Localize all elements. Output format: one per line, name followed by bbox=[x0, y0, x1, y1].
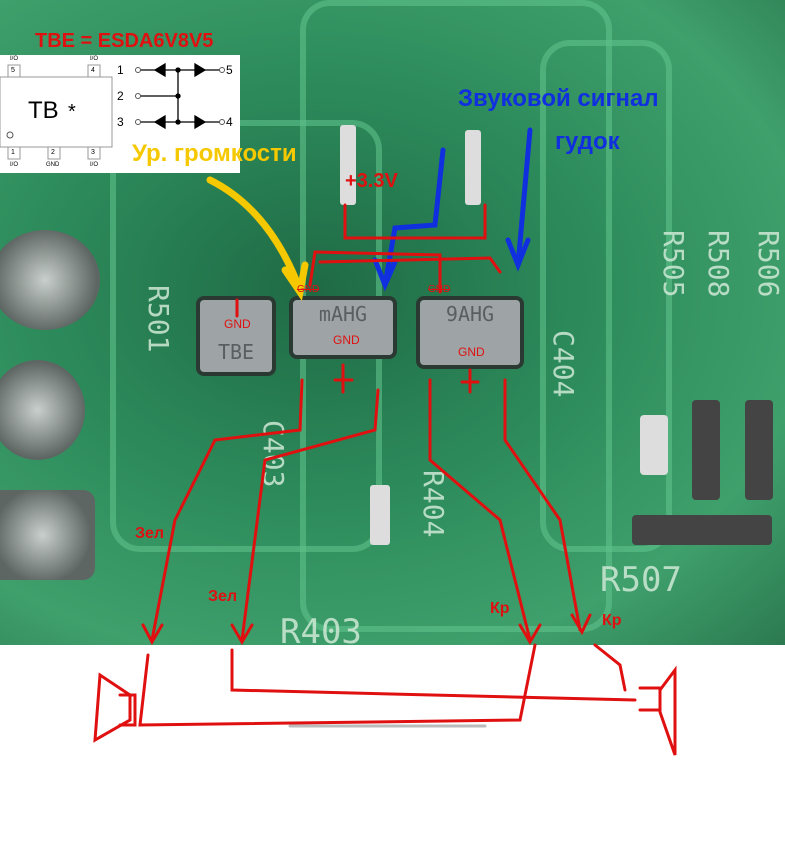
label-beep-2: гудок bbox=[555, 128, 620, 155]
solder-pad bbox=[0, 360, 85, 460]
gnd-label: GND bbox=[224, 317, 251, 331]
pin-num: 2 bbox=[51, 149, 55, 156]
label-supply: +3.3V bbox=[345, 170, 398, 192]
gnd-label-struck: GND bbox=[297, 284, 320, 295]
schematic-pin: 3 bbox=[117, 115, 124, 129]
resistor bbox=[465, 130, 481, 205]
label-kr-2: Кр bbox=[602, 612, 622, 629]
solder-pad bbox=[0, 490, 95, 580]
pin-label: I/O bbox=[10, 162, 19, 168]
chip-marking: TB bbox=[28, 97, 59, 124]
esd-pinout-inset: I/O I/O 5 4 1 2 3 I/O GND I/O TB * 1 2 3… bbox=[0, 55, 240, 173]
pin-label: GND bbox=[46, 162, 60, 168]
schematic-pin: 5 bbox=[226, 63, 233, 77]
gnd-label: GND bbox=[458, 345, 485, 359]
label-beep: Звуковой сигнал bbox=[458, 85, 659, 112]
pin-label: I/O bbox=[10, 56, 19, 62]
silk-r403: R403 bbox=[280, 612, 362, 652]
schematic-pin: 1 bbox=[117, 63, 124, 77]
gnd-label-struck: GND bbox=[428, 284, 451, 295]
label-zel-2: Зел bbox=[208, 588, 238, 605]
title-esd-part: TBE = ESDA6V8V5 bbox=[35, 30, 214, 52]
resistor bbox=[632, 515, 772, 545]
pin-num: 1 bbox=[11, 149, 15, 156]
pin-num: 3 bbox=[91, 149, 95, 156]
schematic-pin: 2 bbox=[117, 89, 124, 103]
resistor bbox=[692, 400, 720, 500]
resistor bbox=[640, 415, 668, 475]
silk-r507: R507 bbox=[600, 560, 682, 600]
label-kr-1: Кр bbox=[490, 600, 510, 617]
pin-label: I/O bbox=[90, 56, 99, 62]
pcb-photo: R507 R403 C403 R404 C404 R505 R508 R506 … bbox=[0, 0, 785, 652]
label-zel-1: Зел bbox=[135, 525, 165, 542]
esd-schematic bbox=[0, 62, 225, 160]
chip-amp-beep: 9AHG bbox=[420, 300, 520, 365]
pin-num: 4 bbox=[91, 67, 95, 74]
chip-amp-volume: mAHG bbox=[293, 300, 393, 355]
pin-label: I/O bbox=[90, 162, 99, 168]
resistor bbox=[340, 125, 356, 205]
gnd-label: GND bbox=[333, 333, 360, 347]
schematic-pin: 4 bbox=[226, 115, 233, 129]
chip-star: * bbox=[68, 101, 76, 123]
solder-pad bbox=[0, 230, 100, 330]
label-volume: Ур. громкости bbox=[132, 140, 297, 167]
pin-num: 5 bbox=[11, 67, 15, 74]
resistor bbox=[745, 400, 773, 500]
resistor bbox=[370, 485, 390, 545]
